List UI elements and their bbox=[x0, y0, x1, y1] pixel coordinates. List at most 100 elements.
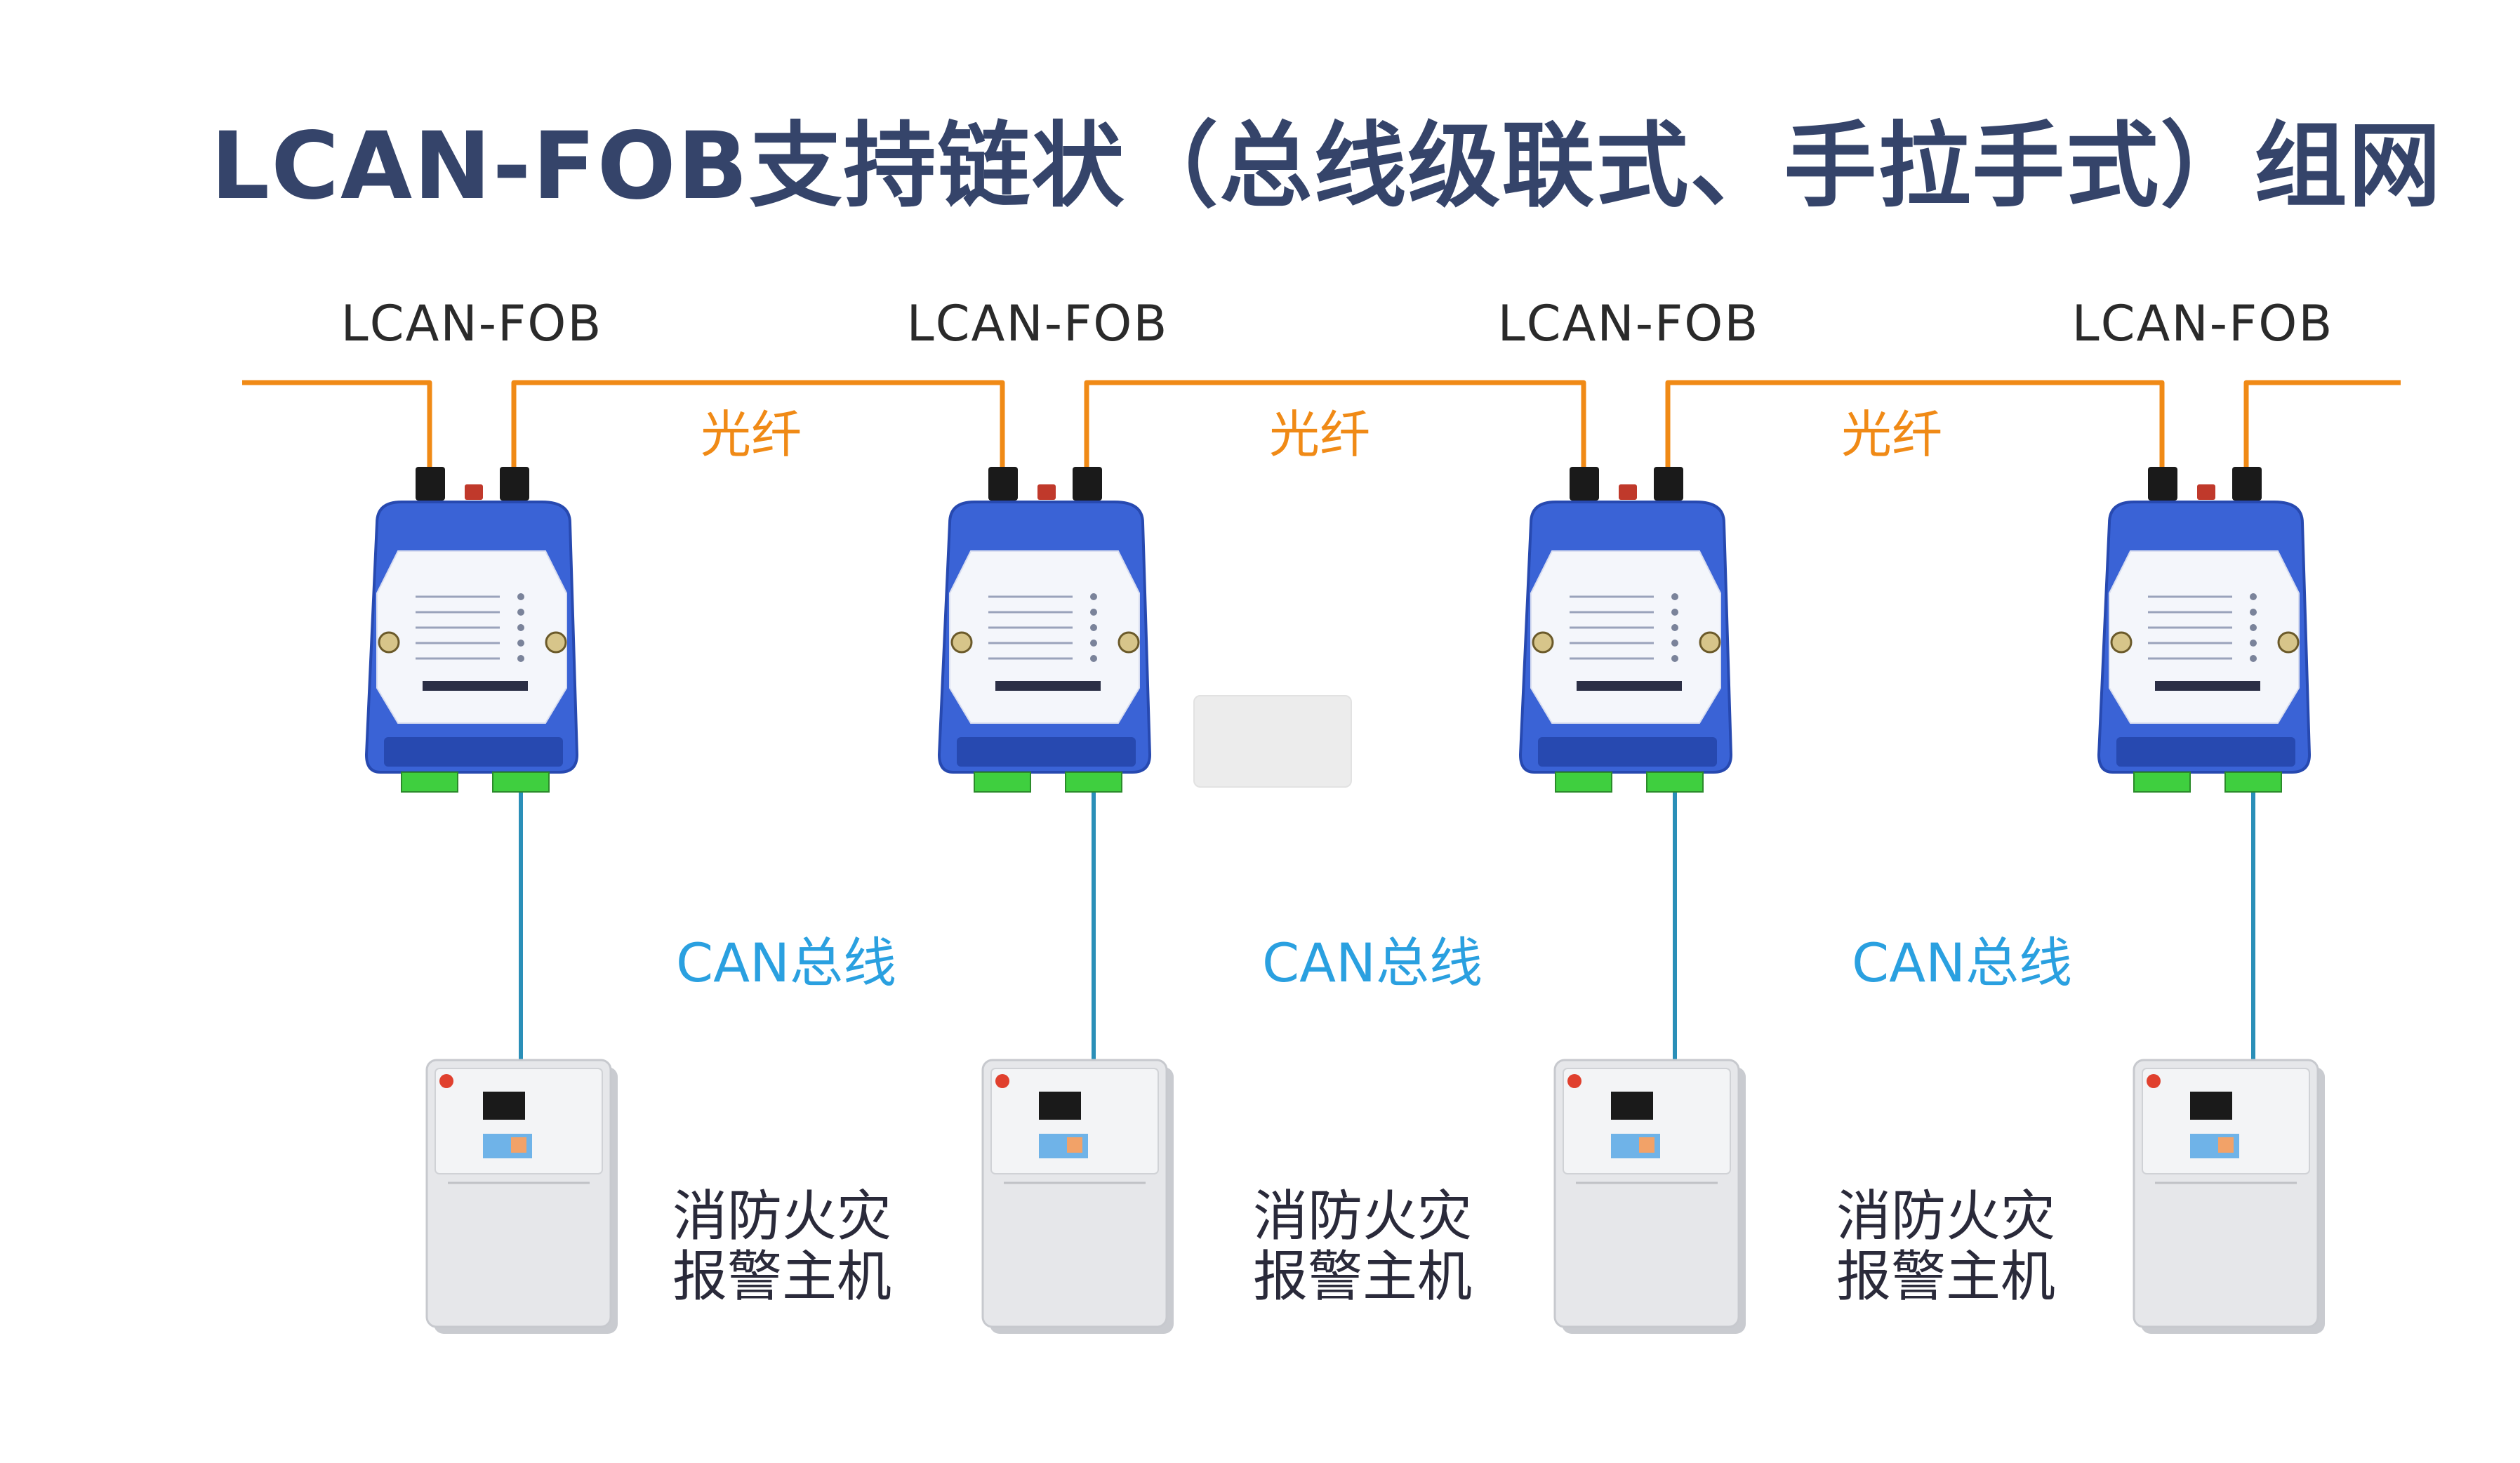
fiber-port bbox=[988, 467, 1018, 501]
fiber-cable bbox=[1084, 380, 1586, 470]
panel-led bbox=[517, 624, 524, 631]
fiber-cable bbox=[1665, 380, 2165, 470]
device-label-panel bbox=[949, 550, 1140, 724]
panel-led bbox=[1671, 640, 1678, 647]
fiber-port bbox=[1073, 467, 1102, 501]
panel-led bbox=[1090, 593, 1097, 600]
can-bus-label: CAN总线 bbox=[1852, 932, 2072, 994]
panel-brand bbox=[1577, 681, 1682, 691]
screw-icon bbox=[2277, 631, 2300, 654]
device-label: LCAN-FOB bbox=[906, 295, 1169, 352]
device-label: LCAN-FOB bbox=[2071, 295, 2334, 352]
panel-led bbox=[1090, 624, 1097, 631]
screw-icon bbox=[378, 631, 400, 654]
host-indicator bbox=[1067, 1137, 1082, 1153]
fiber-port bbox=[2148, 467, 2177, 501]
host-display bbox=[2190, 1092, 2232, 1120]
screw-icon bbox=[1532, 631, 1554, 654]
host-label-line2: 报警主机 bbox=[1253, 1245, 1473, 1309]
device-label: LCAN-FOB bbox=[1497, 295, 1760, 352]
panel-led bbox=[1671, 624, 1678, 631]
terminal-block bbox=[1555, 772, 1612, 793]
device-bottom-strip bbox=[957, 737, 1136, 767]
panel-led bbox=[517, 640, 524, 647]
device-label: LCAN-FOB bbox=[340, 295, 603, 352]
panel-led bbox=[2250, 593, 2257, 600]
status-led bbox=[1037, 484, 1056, 500]
panel-brand bbox=[2155, 681, 2260, 691]
panel-led bbox=[2250, 640, 2257, 647]
host-power-icon bbox=[2147, 1074, 2161, 1088]
panel-led bbox=[1671, 609, 1678, 616]
fiber-cable bbox=[2243, 380, 2401, 470]
panel-brand bbox=[423, 681, 528, 691]
host-label-line2: 报警主机 bbox=[1836, 1245, 2056, 1309]
host-power-icon bbox=[439, 1074, 453, 1088]
fire-alarm-host bbox=[1553, 1059, 1746, 1334]
host-label-line1: 消防火灾 bbox=[1253, 1185, 1473, 1248]
panel-led bbox=[517, 609, 524, 616]
host-control-panel bbox=[1563, 1068, 1731, 1174]
device-bottom-strip bbox=[1538, 737, 1717, 767]
fob-device bbox=[2097, 467, 2312, 793]
device-label-panel bbox=[1530, 550, 1721, 724]
screw-icon bbox=[545, 631, 567, 654]
placeholder-box bbox=[1193, 695, 1352, 788]
panel-led bbox=[2250, 624, 2257, 631]
panel-led bbox=[2250, 609, 2257, 616]
screw-icon bbox=[1699, 631, 1721, 654]
panel-brand bbox=[995, 681, 1101, 691]
fiber-port bbox=[2232, 467, 2262, 501]
host-display bbox=[1611, 1092, 1653, 1120]
host-control-panel bbox=[435, 1068, 603, 1174]
terminal-block bbox=[401, 772, 458, 793]
screw-icon bbox=[950, 631, 973, 654]
fob-device bbox=[364, 467, 579, 793]
device-bottom-strip bbox=[2116, 737, 2295, 767]
host-display bbox=[1039, 1092, 1081, 1120]
fiber-label: 光纤 bbox=[700, 405, 802, 464]
host-label-line2: 报警主机 bbox=[672, 1245, 892, 1309]
device-label-panel bbox=[376, 550, 567, 724]
host-indicator bbox=[511, 1137, 526, 1153]
status-led bbox=[2197, 484, 2215, 500]
panel-led bbox=[1090, 609, 1097, 616]
screw-icon bbox=[1118, 631, 1140, 654]
panel-led bbox=[1671, 655, 1678, 662]
can-bus-label: CAN总线 bbox=[1262, 932, 1483, 994]
panel-led bbox=[1090, 640, 1097, 647]
host-label-line1: 消防火灾 bbox=[1836, 1185, 2056, 1248]
panel-led bbox=[517, 655, 524, 662]
host-label: 消防火灾 报警主机 bbox=[1253, 1186, 1548, 1307]
screw-icon bbox=[2110, 631, 2133, 654]
fiber-cable bbox=[242, 380, 432, 470]
terminal-block bbox=[492, 772, 550, 793]
host-label: 消防火灾 报警主机 bbox=[672, 1186, 967, 1307]
fiber-port bbox=[500, 467, 529, 501]
terminal-block bbox=[1065, 772, 1122, 793]
terminal-block bbox=[1646, 772, 1704, 793]
host-label-line1: 消防火灾 bbox=[672, 1185, 892, 1248]
panel-led bbox=[2250, 655, 2257, 662]
host-control-panel bbox=[2142, 1068, 2310, 1174]
host-label: 消防火灾 报警主机 bbox=[1836, 1186, 2131, 1307]
fiber-label: 光纤 bbox=[1268, 405, 1370, 464]
fiber-port bbox=[416, 467, 445, 501]
page-title: LCAN-FOB支持链状（总线级联式、手拉手式）组网 bbox=[211, 112, 2443, 220]
host-power-icon bbox=[995, 1074, 1009, 1088]
fire-alarm-host bbox=[2133, 1059, 2325, 1334]
panel-led bbox=[1090, 655, 1097, 662]
fob-device bbox=[937, 467, 1152, 793]
fire-alarm-host bbox=[425, 1059, 618, 1334]
host-display bbox=[483, 1092, 525, 1120]
fiber-cable bbox=[511, 380, 1005, 470]
terminal-block bbox=[974, 772, 1031, 793]
terminal-block bbox=[2133, 772, 2191, 793]
host-power-icon bbox=[1567, 1074, 1581, 1088]
device-label-panel bbox=[2109, 550, 2300, 724]
terminal-block bbox=[2224, 772, 2282, 793]
can-bus-label: CAN总线 bbox=[676, 932, 896, 994]
host-indicator bbox=[1639, 1137, 1654, 1153]
